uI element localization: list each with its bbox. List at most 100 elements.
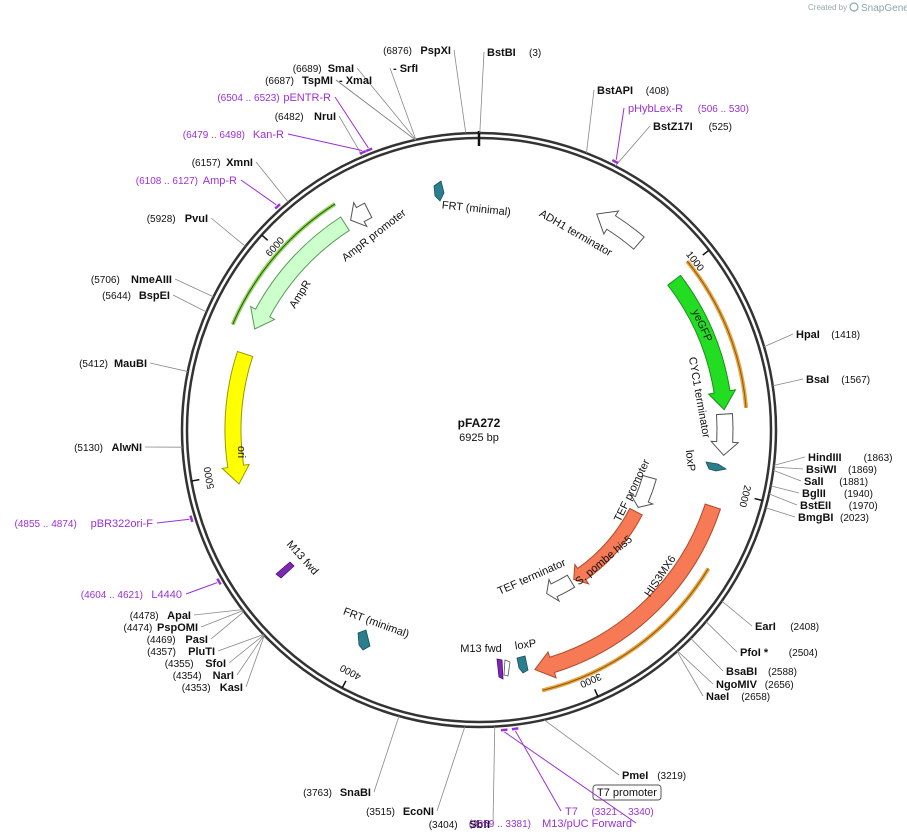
restriction-site[interactable]: AlwNI(5130) [74, 442, 142, 454]
restriction-site[interactable]: PfoI *(2504) [740, 647, 818, 659]
tick-mark [191, 478, 200, 482]
frt-minimal-2-marker[interactable] [357, 629, 371, 651]
loxp-2-marker[interactable] [516, 655, 529, 674]
cyc1-terminator-arrow[interactable] [709, 413, 740, 457]
restriction-site[interactable]: BmgBI(2023) [798, 512, 869, 524]
restriction-site[interactable]: EcoNI(3515) [366, 806, 434, 818]
site-name: KasI [220, 682, 243, 694]
tef-terminator-arrow[interactable] [546, 574, 576, 603]
primer-binding-site[interactable]: pHybLex-R(506 .. 530) [611, 103, 749, 165]
restriction-site[interactable]: EarI(2408) [755, 621, 819, 633]
restriction-site[interactable]: NaeI(2658) [706, 691, 770, 703]
restriction-site[interactable]: BsaI(1567) [806, 374, 870, 386]
tick-mark [341, 680, 347, 689]
primer-binding-site[interactable]: M13/pUC Forward(3359 .. 3381) [469, 728, 637, 830]
ori-arrow[interactable] [221, 350, 254, 485]
restriction-site[interactable]: PmeI(3219) [622, 770, 686, 782]
site-position: (2658) [741, 692, 770, 703]
site-position: (4357) [147, 647, 176, 658]
m13-fwd-1-marker[interactable] [496, 658, 504, 680]
restriction-site[interactable]: BglII(1940) [802, 488, 873, 500]
primer-leader-line [334, 96, 369, 149]
restriction-site[interactable]: PspXI(6876) [383, 45, 451, 57]
frt-minimal-1-marker[interactable] [433, 180, 445, 202]
primer-binding-site[interactable]: Amp-R(6108 .. 6127) [136, 175, 281, 210]
site-leader-line [543, 719, 620, 776]
restriction-site[interactable]: KasI(4353) [182, 682, 243, 694]
restriction-site[interactable]: NarI(4354) [173, 670, 234, 682]
restriction-site[interactable]: XmnI(6157) [192, 157, 253, 169]
site-position: (1881) [839, 477, 868, 488]
ampr-orf-arc[interactable] [230, 202, 337, 326]
yegfp-arrow[interactable] [667, 274, 737, 411]
restriction-site[interactable]: BsiWI(1869) [806, 464, 877, 476]
site-position: (6876) [383, 46, 412, 57]
primer-range: (506 .. 530) [698, 104, 749, 115]
site-leader-line [174, 278, 214, 298]
site-position: (1940) [844, 489, 873, 500]
restriction-site[interactable]: BstEII(1970) [800, 500, 878, 512]
ampr-arrow[interactable] [249, 216, 351, 330]
site-name: NmeAIII [131, 274, 172, 286]
restriction-site[interactable]: NmeAIII(5706) [91, 274, 172, 286]
primer-range: (4855 .. 4874) [15, 519, 77, 530]
site-name: BstBI [487, 47, 516, 59]
restriction-site[interactable]: SmaI(6689) [293, 63, 354, 75]
restriction-site[interactable]: BspEI(5644) [102, 290, 170, 302]
restriction-site[interactable]: SalI(1881) [804, 476, 868, 488]
restriction-site[interactable]: NgoMIV(2656) [716, 679, 794, 691]
restriction-site[interactable]: SbfI(3404) [429, 819, 490, 831]
restriction-site[interactable]: - XmaI [339, 75, 372, 87]
site-name: NarI [213, 670, 234, 682]
restriction-site[interactable]: BstAPI(408) [597, 85, 669, 97]
site-position: (1869) [848, 465, 877, 476]
site-position: (3) [529, 48, 541, 59]
his-orf-arc-core [542, 568, 709, 691]
restriction-site[interactable]: HindIII(1863) [808, 452, 893, 464]
primer-binding-site[interactable]: L4440(4604 .. 4621) [81, 578, 222, 601]
primer-name: pENTR-R [283, 92, 331, 104]
t7-promoter-marker[interactable] [503, 659, 511, 677]
site-leader-line [676, 651, 704, 697]
restriction-site[interactable]: - SrfI [393, 63, 418, 75]
primer-marker [359, 149, 367, 155]
feature-layer: FRT (minimal) ADH1 terminator yeGFP CYC1… [221, 180, 749, 693]
site-position: (4474) [123, 623, 152, 634]
restriction-site[interactable]: HpaI(1418) [796, 329, 860, 341]
restriction-site[interactable]: TspMI(6687) [265, 75, 333, 87]
restriction-site[interactable]: BstZ17I(525) [653, 121, 732, 133]
restriction-site[interactable]: PspOMI(4474) [123, 622, 198, 634]
site-position: (525) [709, 122, 732, 133]
adh1-terminator-arrow[interactable] [596, 210, 645, 250]
ampr-promoter-arrow[interactable] [350, 201, 373, 228]
pombe-his5-arrow[interactable] [573, 507, 643, 585]
site-position: (6482) [275, 112, 304, 123]
t7-promoter-label-box[interactable] [592, 784, 662, 801]
tef-promoter-arrow[interactable] [629, 474, 657, 508]
restriction-site[interactable]: ApaI(4478) [130, 610, 191, 622]
restriction-site[interactable]: MauBI(5412) [79, 358, 147, 370]
restriction-site[interactable]: BsaBI(2588) [726, 666, 797, 678]
restriction-site[interactable]: BstBI (3) [487, 47, 541, 59]
site-position: (5928) [147, 214, 176, 225]
primer-range: (3359 .. 3381) [469, 819, 531, 830]
primer-binding-site[interactable]: pBR322ori-F(4855 .. 4874) [15, 515, 194, 530]
site-leader-line [149, 362, 188, 372]
restriction-site[interactable]: PluTI(4357) [147, 646, 215, 658]
m13-fwd-2-marker[interactable] [275, 561, 295, 579]
site-name: AlwNI [111, 442, 142, 454]
his3mx6-arrow[interactable] [534, 503, 722, 679]
restriction-site[interactable]: SnaBI(3763) [303, 787, 371, 799]
primer-binding-site[interactable]: pENTR-R(6504 .. 6523) [217, 92, 373, 153]
restriction-site[interactable]: PvuI(5928) [147, 213, 208, 225]
primer-binding-site[interactable]: Kan-R(6479 .. 6498) [183, 129, 367, 155]
primer-range: (3321 .. 3340) [591, 807, 653, 818]
primer-range: (4604 .. 4621) [81, 590, 143, 601]
restriction-site[interactable]: NruI(6482) [275, 111, 336, 123]
site-position: (6157) [192, 158, 221, 169]
restriction-site[interactable]: SfoI(4355) [165, 658, 226, 670]
restriction-site[interactable]: PasI(4469) [147, 634, 208, 646]
site-leader-line [228, 634, 265, 664]
primer-name: T7 [565, 806, 578, 818]
loxp-1-marker[interactable] [705, 461, 728, 472]
